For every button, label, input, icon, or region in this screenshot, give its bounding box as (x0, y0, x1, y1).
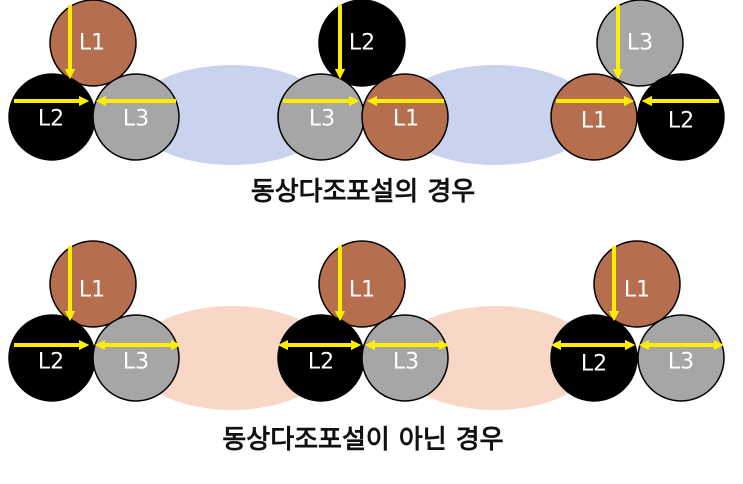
bottom-group-1: L1 L2 L3 (8, 240, 182, 402)
cable-circle (550, 73, 638, 161)
bottom-bands (132, 306, 595, 410)
top-band-left (132, 65, 332, 165)
cable-label: L2 (38, 350, 64, 375)
bottom-caption: 동상다조포설이 아닌 경우 (222, 425, 503, 455)
cable-label: L1 (624, 278, 650, 303)
top-group-1: L1 L2 L3 (8, 0, 180, 161)
cable-label: L1 (393, 107, 419, 132)
cable-label: L1 (79, 31, 105, 56)
cable-label: L3 (309, 107, 335, 132)
bottom-group-2: L1 L2 L3 (277, 240, 450, 402)
cable-label: L2 (668, 109, 694, 134)
cable-circle (92, 73, 180, 161)
cable-circle (92, 314, 180, 402)
cable-circle (637, 314, 725, 402)
cable-label: L3 (627, 31, 653, 56)
cable-label: L2 (581, 352, 607, 377)
cable-circle (550, 314, 638, 402)
cable-circle (361, 73, 449, 161)
cable-label: L3 (668, 350, 694, 375)
cable-circle (361, 314, 449, 402)
top-caption: 동상다조포설의 경우 (251, 177, 475, 207)
bottom-band-right (395, 306, 595, 410)
top-group-3: L3 L1 L2 (550, 0, 725, 161)
cable-label: L2 (308, 350, 334, 375)
top-bands (132, 65, 595, 165)
cable-label: L1 (349, 278, 375, 303)
bottom-group-3: L1 L2 L3 (550, 240, 725, 402)
cable-label: L2 (349, 31, 375, 56)
cable-label: L1 (581, 109, 607, 134)
cable-label: L1 (79, 278, 105, 303)
bottom-band-left (132, 306, 332, 410)
cable-circle (637, 73, 725, 161)
top-band-right (395, 65, 595, 165)
cable-label: L2 (38, 107, 64, 132)
cable-label: L3 (123, 107, 149, 132)
cable-label: L3 (123, 350, 149, 375)
cable-label: L3 (393, 350, 419, 375)
top-group-2: L2 L3 L1 (277, 0, 449, 161)
